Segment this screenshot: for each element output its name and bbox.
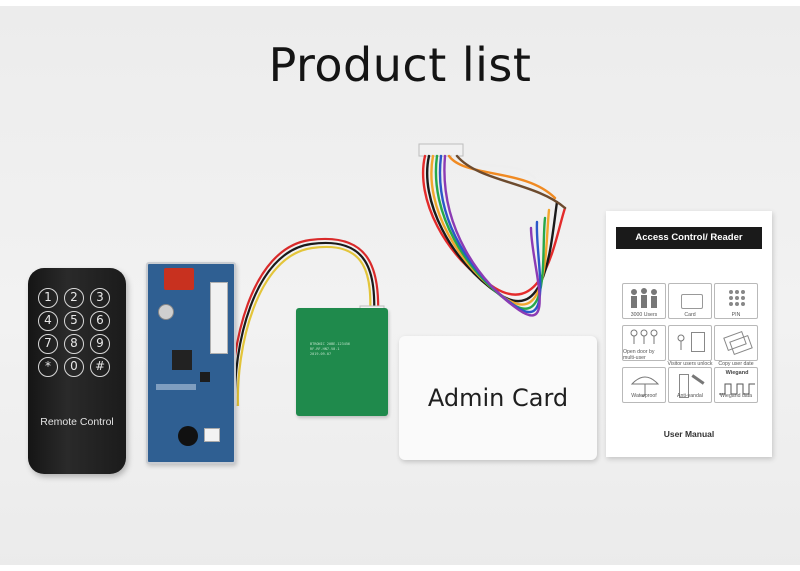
remote-key-0: 0: [64, 357, 84, 377]
feature-label: 3000 Users: [630, 312, 658, 318]
remote-control: 1 2 3 4 5 6 7 8 9 * 0 # Remote Control: [28, 268, 126, 474]
remote-key-7: 7: [38, 334, 58, 354]
hammer-icon: [668, 367, 712, 403]
remote-key-8: 8: [64, 334, 84, 354]
remote-key-hash: #: [90, 357, 110, 377]
feature-label: Open door by multi-user: [623, 349, 655, 361]
antenna-print-line: RF-RF-HN7-V0.1: [310, 347, 340, 351]
feature-label: Card: [684, 312, 696, 318]
remote-key-star: *: [38, 357, 58, 377]
remote-key-3: 3: [90, 288, 110, 308]
microcontroller-chip: [172, 350, 192, 370]
antenna-print-line: BTRONIC 20BE-123456: [310, 342, 351, 346]
wire-harness: [418, 143, 567, 317]
controller-board: [146, 262, 236, 464]
user-manual: Access Control/ Reader 3000 Users Card P…: [606, 211, 772, 457]
board-trace: [156, 384, 196, 390]
antenna-print-line: 2019-09-07: [310, 352, 332, 356]
small-connector: [204, 428, 220, 442]
feature-label: Copy user date: [718, 361, 754, 367]
feature-label: Wiegand data: [719, 393, 752, 399]
bottom-border: [0, 565, 800, 571]
feature-label: PIN: [731, 312, 741, 318]
wiegand-heading: Wiegand: [725, 370, 749, 376]
small-chip: [200, 372, 210, 382]
capacitor: [158, 304, 174, 320]
card-icon: [668, 283, 712, 319]
top-border: [0, 0, 800, 6]
remote-key-6: 6: [90, 311, 110, 331]
page-title: Product list: [268, 38, 532, 92]
copy-cards-icon: [714, 325, 758, 361]
relay: [164, 268, 194, 290]
manual-header: Access Control/ Reader: [616, 227, 762, 249]
board-connector: [210, 282, 228, 354]
rfid-antenna: BTRONIC 20BE-123456 RF-RF-HN7-V0.1 2019-…: [296, 308, 388, 416]
remote-key-1: 1: [38, 288, 58, 308]
remote-key-4: 4: [38, 311, 58, 331]
waveform-icon: Wiegand: [714, 367, 758, 403]
remote-key-9: 9: [90, 334, 110, 354]
admin-card-label: Admin Card: [427, 384, 569, 412]
users-icon: [622, 283, 666, 319]
remote-label: Remote Control: [40, 416, 114, 428]
antenna-print: BTRONIC 20BE-123456 RF-RF-HN7-V0.1 2019-…: [310, 342, 374, 357]
visitor-door-icon: [668, 325, 712, 361]
buzzer: [178, 426, 198, 446]
remote-key-5: 5: [64, 311, 84, 331]
remote-key-2: 2: [64, 288, 84, 308]
manual-footer: User Manual: [663, 429, 715, 439]
admin-card: Admin Card: [399, 336, 597, 460]
keypad-icon: [714, 283, 758, 319]
feature-label: Visitor users unlock: [667, 361, 713, 367]
feature-label: Waterproof: [631, 393, 657, 399]
harness-connector: [418, 143, 464, 157]
multi-user-icon: [622, 325, 666, 361]
umbrella-icon: [622, 367, 666, 403]
feature-label: Anti-vandal: [677, 393, 703, 399]
